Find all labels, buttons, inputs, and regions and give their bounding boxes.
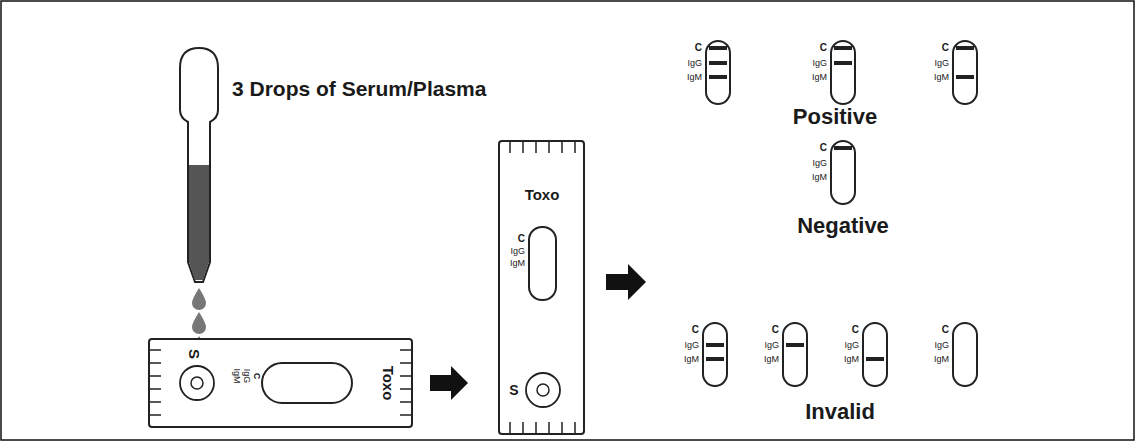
sample-well [191, 377, 203, 389]
grip-tick [509, 142, 511, 153]
pipette [180, 48, 218, 358]
cassette-label: Toxo [525, 187, 560, 202]
grip-tick [522, 422, 524, 433]
line-label: IgG [934, 59, 949, 68]
result-window [529, 227, 556, 300]
test-cassette: S CIgGIgM Toxo [148, 338, 413, 428]
result-heading: Invalid [805, 400, 875, 424]
instruction-label: 3 Drops of Serum/Plasma [232, 77, 486, 100]
line-label: IgM [684, 355, 699, 364]
line-label: IgG [812, 159, 827, 168]
test-band [709, 75, 727, 79]
line-label: IgG [844, 341, 859, 350]
test-band [709, 61, 727, 65]
line-label: C [852, 325, 859, 335]
result-window: CIgGIgM [702, 322, 728, 387]
line-label: C [820, 143, 827, 153]
line-label: C [942, 325, 949, 335]
test-band [706, 357, 724, 361]
test-band [834, 61, 852, 65]
grip-tick [400, 349, 411, 351]
grip-tick [535, 422, 537, 433]
cassette-label: C [518, 234, 525, 244]
test-band [709, 46, 727, 50]
result-window [262, 363, 352, 403]
result-window: CIgGIgM [830, 140, 856, 205]
cassette-label: IgM [232, 368, 241, 383]
result-heading: Negative [797, 214, 889, 238]
cassette-label: IgG [510, 247, 525, 256]
grip-tick [150, 414, 161, 416]
test-band [834, 46, 852, 50]
result-window: CIgGIgM [830, 40, 856, 105]
cassette-label: IgM [510, 259, 525, 268]
line-label: IgG [764, 341, 779, 350]
line-label: IgG [812, 59, 827, 68]
cassette-label: S [187, 349, 202, 359]
cassette-label: IgG [242, 369, 251, 384]
test-band [706, 343, 724, 347]
line-label: IgG [684, 341, 699, 350]
sample-well [537, 384, 549, 396]
grip-tick [561, 422, 563, 433]
sample-well [526, 373, 560, 407]
grip-tick [400, 414, 411, 416]
grip-tick [548, 422, 550, 433]
line-label: IgM [812, 173, 827, 182]
grip-tick [150, 349, 161, 351]
grip-tick [400, 401, 411, 403]
test-band [786, 343, 804, 347]
result-window: CIgGIgM [862, 322, 888, 387]
grip-tick [548, 142, 550, 153]
grip-tick [535, 142, 537, 153]
test-band [866, 357, 884, 361]
result-window: CIgGIgM [952, 322, 978, 387]
cassette-label: C [252, 373, 261, 380]
line-label: IgG [934, 341, 949, 350]
grip-tick [400, 362, 411, 364]
grip-tick [150, 388, 161, 390]
line-label: C [820, 43, 827, 53]
grip-tick [150, 362, 161, 364]
result-window: CIgGIgM [705, 40, 731, 105]
line-label: IgM [934, 355, 949, 364]
block-arrow [430, 366, 468, 400]
grip-tick [574, 422, 576, 433]
line-label: IgM [812, 73, 827, 82]
line-label: C [695, 43, 702, 53]
grip-tick [150, 375, 161, 377]
grip-tick [400, 375, 411, 377]
line-label: C [772, 325, 779, 335]
test-band [956, 46, 974, 50]
cassette-label: Toxo [381, 366, 396, 401]
grip-tick [561, 142, 563, 153]
result-window: CIgGIgM [952, 40, 978, 105]
test-cassette: ToxoC IgG IgM S [498, 140, 585, 435]
grip-tick [150, 401, 161, 403]
line-label: C [942, 43, 949, 53]
line-label: IgM [764, 355, 779, 364]
grip-tick [522, 142, 524, 153]
result-window: CIgGIgM [782, 322, 808, 387]
block-arrow [606, 264, 646, 300]
test-band [834, 146, 852, 150]
grip-tick [509, 422, 511, 433]
line-label: IgG [687, 59, 702, 68]
line-label: C [692, 325, 699, 335]
line-label: IgM [844, 355, 859, 364]
grip-tick [400, 388, 411, 390]
line-label: IgM [687, 73, 702, 82]
result-heading: Positive [793, 105, 877, 129]
grip-tick [574, 142, 576, 153]
sample-well [180, 366, 214, 400]
test-band [956, 75, 974, 79]
cassette-label: S [509, 383, 518, 397]
line-label: IgM [934, 73, 949, 82]
